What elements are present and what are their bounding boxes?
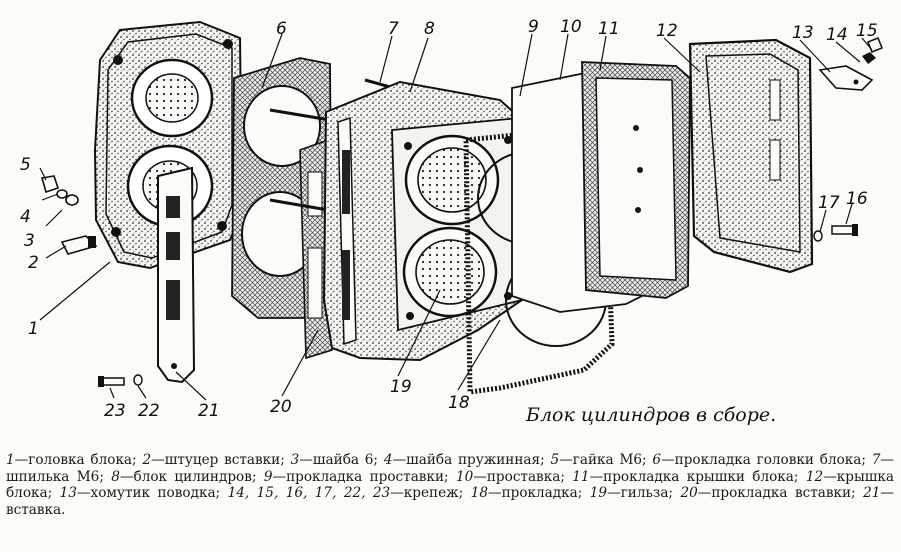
callout-14: 14	[826, 25, 848, 45]
legend-entry: 3—шайба 6;	[291, 452, 384, 468]
legend-entry-text: —шпилька М6;	[6, 452, 894, 485]
fittings-left	[40, 175, 98, 255]
legend-entry-number: 2	[142, 452, 152, 468]
fittings-bottom	[98, 374, 143, 387]
legend-entry: 2—штуцер вставки;	[142, 452, 290, 468]
callout-16: 16	[846, 189, 868, 209]
parts-legend: 1—головка блока; 2—штуцер вставки; 3—шай…	[6, 452, 894, 518]
legend-entry: 19—гильза;	[590, 485, 681, 501]
callout-2: 2	[28, 253, 39, 273]
legend-entry-text: —прокладка проставки;	[272, 468, 456, 485]
block-cover	[688, 38, 814, 274]
drawing-canvas: 1 2 3 4 5 6 7 8 9 10 11 12 13 14 15 16 1…	[20, 17, 883, 420]
legend-entry-number: 12	[805, 468, 824, 485]
legend-entry-text: —проставка;	[473, 468, 573, 485]
callout-21: 21	[198, 401, 220, 420]
legend-entry: 18—прокладка;	[471, 485, 590, 501]
callout-1: 1	[28, 319, 39, 339]
callout-labels: 1 2 3 4 5 6 7 8 9 10 11 12 13 14 15 16 1…	[20, 17, 878, 420]
callout-8: 8	[424, 19, 435, 39]
callout-22: 22	[138, 401, 160, 420]
callout-10: 10	[560, 17, 582, 37]
legend-entry: 9—прокладка проставки;	[264, 469, 456, 485]
legend-entry-text: —крепеж;	[390, 485, 471, 502]
callout-7: 7	[388, 19, 399, 39]
legend-entry-number: 6	[652, 452, 662, 468]
legend-entry-number: 21	[863, 485, 881, 502]
callout-19: 19	[390, 377, 412, 397]
leader-lines	[39, 33, 873, 401]
legend-entry: 14, 15, 16, 17, 22, 23—крепеж;	[228, 485, 471, 501]
cylinder-block	[322, 80, 523, 362]
legend-entry: 20—прокладка вставки;	[680, 485, 863, 501]
legend-entry-text: —прокладка крышки блока;	[589, 468, 806, 485]
legend-entry-number: 9	[263, 468, 273, 485]
screw-16	[813, 224, 858, 242]
legend-entry-number: 20	[680, 485, 698, 502]
insert-plate	[157, 166, 196, 384]
clamp-assembly	[818, 37, 883, 91]
callout-15: 15	[856, 21, 878, 41]
legend-entry-text: —прокладка вставки;	[697, 485, 864, 502]
callout-17: 17	[818, 193, 840, 213]
legend-entry: 5—гайка М6;	[551, 452, 653, 468]
legend-entry-number: 3	[290, 452, 300, 468]
callout-18: 18	[448, 393, 470, 413]
legend-entry-number: 19	[589, 485, 608, 502]
legend-entry-number: 4	[383, 452, 393, 468]
callout-6: 6	[276, 19, 287, 39]
legend-entry-number: 5	[550, 452, 560, 468]
legend-entry-text: —гильза;	[607, 485, 681, 502]
legend-entry-number: 18	[470, 485, 488, 502]
legend-entry: 12—крышка блока;	[6, 469, 894, 502]
legend-entry-number: 11	[572, 468, 590, 485]
legend-entry-text: —блок цилиндров;	[119, 468, 264, 485]
legend-entry-text: —штуцер вставки;	[151, 452, 291, 468]
callout-13: 13	[792, 23, 814, 43]
callout-4: 4	[20, 207, 31, 227]
exploded-assembly-drawing: 1 2 3 4 5 6 7 8 9 10 11 12 13 14 15 16 1…	[20, 17, 883, 420]
legend-entry: 10—проставка;	[456, 469, 572, 485]
callout-11: 11	[598, 19, 620, 39]
legend-entry-text: —гайка М6;	[559, 452, 653, 468]
legend-entry-text: —крышка блока;	[6, 468, 895, 502]
callout-9: 9	[528, 17, 539, 37]
legend-entry: 4—шайба пружинная;	[384, 452, 551, 468]
legend-entry-text: —прокладка головки блока;	[661, 452, 872, 468]
legend-entry-number: 7	[871, 452, 881, 468]
legend-entry-text: —головка блока;	[14, 452, 143, 468]
legend-entry-text: —вставка.	[6, 485, 894, 518]
legend-entry: 11—прокладка крышки блока;	[572, 469, 806, 485]
callout-3: 3	[24, 231, 35, 251]
cover-gasket	[581, 61, 691, 299]
legend-entry: 6—прокладка головки блока;	[652, 452, 871, 468]
legend-entry: 7—шпилька М6;	[6, 452, 894, 485]
legend-entry-number: 1	[6, 452, 15, 468]
legend-entry: 1—головка блока;	[6, 452, 142, 468]
callout-5: 5	[20, 155, 31, 175]
callout-20: 20	[270, 397, 292, 417]
legend-entry-text: —шайба пружинная;	[392, 452, 551, 468]
legend-entry-number: 14, 15, 16, 17, 22, 23	[227, 485, 391, 502]
legend-entry: 13—хомутик поводка;	[60, 485, 228, 501]
legend-entry-text: —шайба 6;	[299, 452, 384, 468]
legend-entry-number: 8	[111, 468, 120, 485]
legend-entry-number: 13	[59, 485, 77, 502]
legend-entry: 8—блок цилиндров;	[111, 469, 264, 485]
callout-23: 23	[104, 401, 126, 420]
legend-entry-text: —хомутик поводка;	[76, 485, 228, 502]
callout-12: 12	[656, 21, 678, 41]
legend-entry: 21—вставка.	[6, 485, 894, 518]
legend-entry-number: 10	[455, 468, 474, 485]
legend-entry-text: —прокладка;	[488, 485, 590, 502]
figure-caption: Блок цилиндров в сборе.	[526, 404, 777, 426]
